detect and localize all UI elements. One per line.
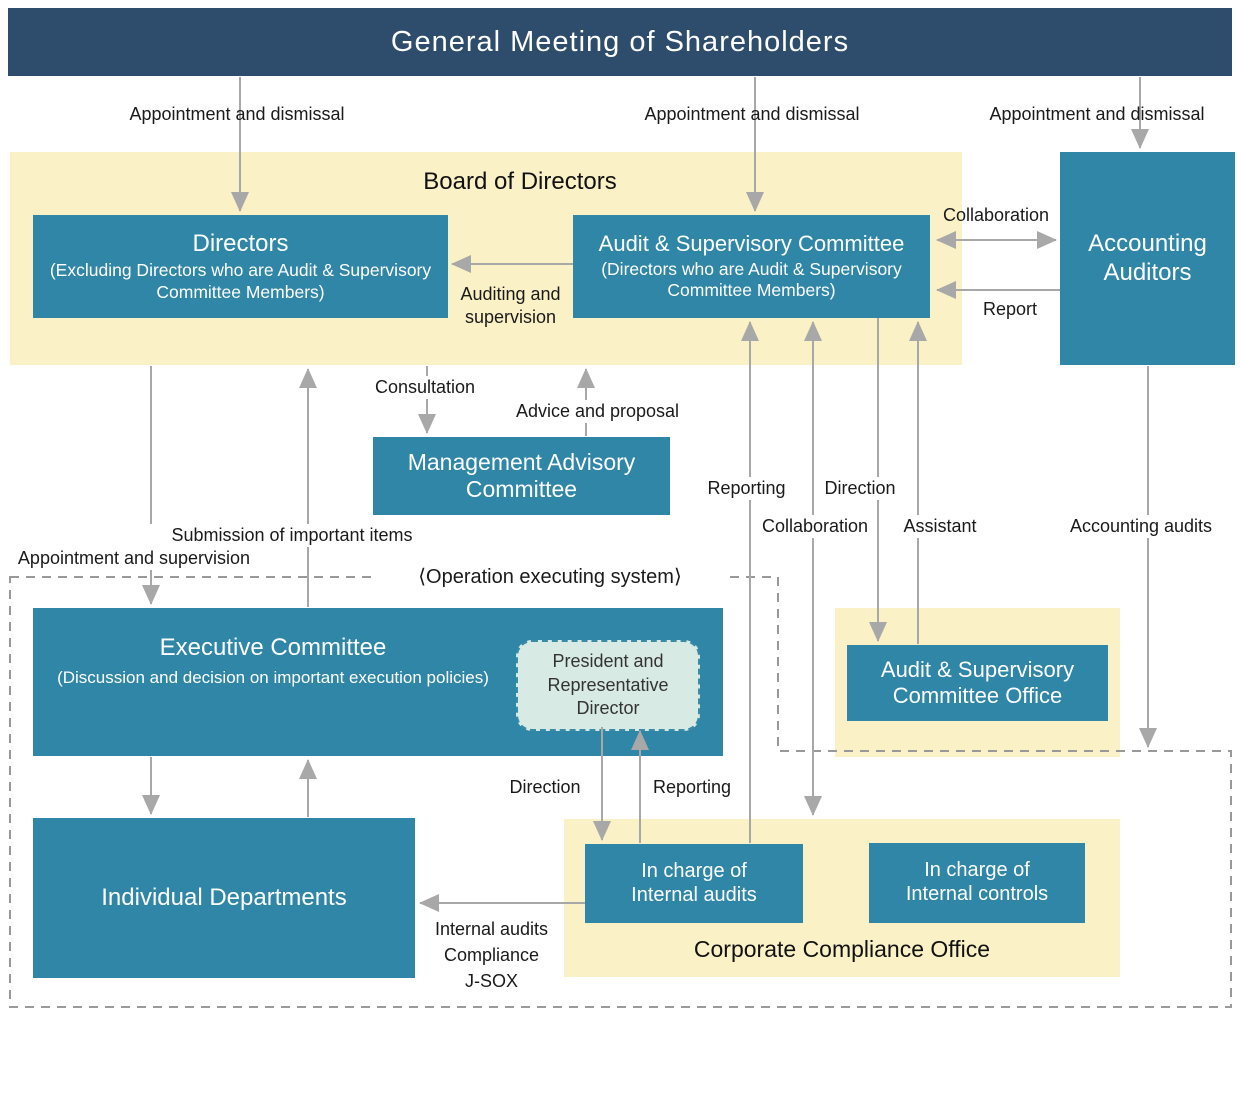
internal-audits-box: In charge of Internal audits (585, 844, 803, 923)
label-collaboration-mid: Collaboration (755, 515, 875, 538)
internal-controls-box: In charge of Internal controls (869, 843, 1085, 923)
audit-committee-subtitle: (Directors who are Audit & Supervisory C… (601, 259, 902, 301)
president-box: President and Representative Director (516, 640, 700, 731)
accounting-auditors-title: Accounting Auditors (1088, 230, 1207, 286)
label-direction-bottom: Direction (495, 776, 595, 799)
label-assistant: Assistant (895, 515, 985, 538)
directors-box: Directors (Excluding Directors who are A… (33, 215, 448, 318)
label-internal-audits-line: Internal audits (434, 919, 549, 939)
label-direction-mid: Direction (815, 477, 905, 500)
management-advisory-title: Management Advisory Committee (407, 448, 636, 502)
label-jsox-line: J-SOX (464, 971, 518, 991)
internal-controls-title: In charge of Internal controls (905, 859, 1049, 905)
executive-committee-title: Executive Committee (159, 634, 387, 661)
executive-committee-subtitle: (Discussion and decision on important ex… (57, 668, 489, 688)
label-appointment-dismissal-2: Appointment and dismissal (644, 104, 860, 124)
label-reporting-bottom: Reporting (642, 776, 742, 799)
label-operation-executing-system: ⟨Operation executing system⟩ (375, 565, 725, 590)
banner-title: General Meeting of Shareholders (390, 25, 850, 58)
directors-title: Directors (192, 230, 289, 257)
management-advisory-box: Management Advisory Committee (373, 437, 670, 515)
label-submission-important-items: Submission of important items (137, 524, 447, 547)
directors-subtitle: (Excluding Directors who are Audit & Sup… (49, 260, 432, 302)
label-accounting-audits: Accounting audits (1051, 515, 1231, 538)
general-meeting-banner: General Meeting of Shareholders (8, 8, 1232, 76)
audit-committee-office-title: Audit & Supervisory Committee Office (880, 657, 1075, 708)
individual-departments-box: Individual Departments (33, 818, 415, 978)
board-of-directors-title: Board of Directors (423, 168, 617, 195)
president-title: President and Representative Director (547, 651, 669, 719)
label-collaboration-top: Collaboration (942, 205, 1050, 225)
label-appointment-dismissal-1: Appointment and dismissal (129, 104, 345, 124)
label-compliance-line: Compliance (443, 945, 540, 965)
label-reporting-mid: Reporting (694, 477, 799, 500)
audit-committee-office-box: Audit & Supervisory Committee Office (847, 645, 1108, 721)
label-auditing-supervision: Auditing and supervision (460, 284, 561, 327)
audit-committee-title: Audit & Supervisory Committee (598, 231, 905, 257)
label-internal-audit-flow: Internal audits Compliance J-SOX (414, 916, 569, 994)
individual-departments-title: Individual Departments (101, 883, 347, 911)
accounting-auditors-box: Accounting Auditors (1060, 152, 1235, 365)
label-advice-proposal: Advice and proposal (505, 400, 690, 423)
label-report: Report (982, 299, 1038, 319)
corporate-compliance-office-title: Corporate Compliance Office (693, 936, 991, 962)
audit-committee-box: Audit & Supervisory Committee (Directors… (573, 215, 930, 318)
internal-audits-title: In charge of Internal audits (631, 859, 757, 906)
label-appointment-supervision: Appointment and supervision (4, 547, 264, 570)
label-appointment-dismissal-3: Appointment and dismissal (989, 104, 1205, 124)
label-consultation: Consultation (350, 376, 500, 399)
